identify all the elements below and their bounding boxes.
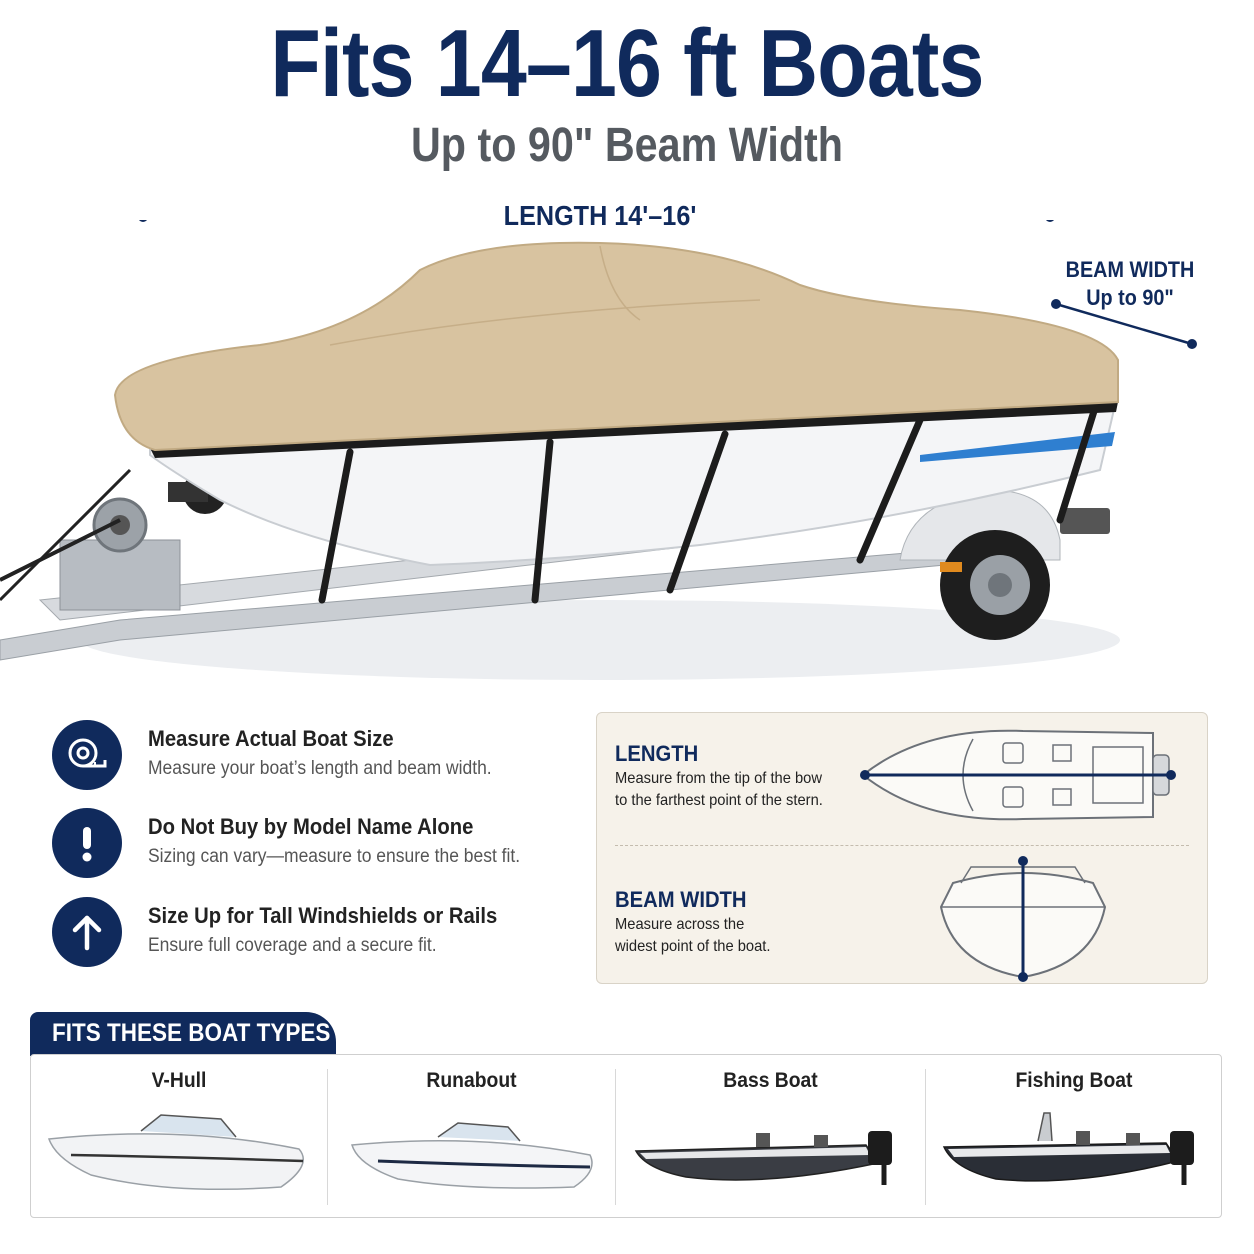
boat-type-fishing-boat: Fishing Boat bbox=[926, 1055, 1222, 1219]
covered-boat-illustration bbox=[0, 220, 1197, 680]
boat-type-label: Bass Boat bbox=[723, 1069, 818, 1092]
beam-guide-description: Measure across the widest point of the b… bbox=[615, 916, 771, 955]
fishing-boat-image bbox=[942, 1112, 1194, 1185]
boat-type-bass-boat: Bass Boat bbox=[616, 1055, 925, 1219]
tie-down-straps bbox=[318, 404, 1099, 604]
boat-type-v-hull: V-Hull bbox=[31, 1055, 327, 1219]
runabout-boat-image bbox=[351, 1122, 593, 1189]
boat-types-title: FITS THESE BOAT TYPES bbox=[52, 1019, 331, 1047]
arrow-up-icon bbox=[52, 897, 122, 967]
boat-type-label: Fishing Boat bbox=[1015, 1069, 1133, 1092]
boat-types-box: V-Hull Runabout Bass Boat Fishing Boat bbox=[30, 1054, 1222, 1218]
length-guide-title: LENGTH bbox=[615, 741, 699, 766]
beam-width-label: BEAM WIDTH Up to 90" bbox=[1049, 256, 1211, 312]
tip-title: Measure Actual Boat Size bbox=[148, 726, 394, 751]
boat-type-divider bbox=[615, 1069, 616, 1205]
beam-width-label-line2: Up to 90" bbox=[1086, 285, 1174, 310]
bass-boat-image bbox=[634, 1131, 892, 1185]
boat-type-divider bbox=[925, 1069, 926, 1205]
page-subtitle: Up to 90" Beam Width bbox=[410, 119, 844, 172]
tape-measure-icon bbox=[52, 720, 122, 790]
length-dimension-line bbox=[139, 220, 1054, 222]
tip-description: Sizing can vary—measure to ensure the be… bbox=[148, 846, 521, 867]
boat-type-label: V-Hull bbox=[151, 1069, 207, 1092]
tip-description: Ensure full coverage and a secure fit. bbox=[148, 935, 437, 956]
boat-type-divider bbox=[327, 1069, 328, 1205]
panel-divider bbox=[615, 845, 1189, 846]
tip-size-up: Size Up for Tall Windshields or Rails En… bbox=[40, 897, 580, 977]
beam-guide-title: BEAM WIDTH bbox=[615, 887, 747, 912]
boat-hull-illustration bbox=[149, 402, 1118, 567]
boat-type-label: Runabout bbox=[426, 1069, 517, 1092]
beam-dimension-line bbox=[1051, 299, 1197, 349]
tip-title: Size Up for Tall Windshields or Rails bbox=[148, 903, 498, 928]
exclamation-icon bbox=[52, 808, 122, 878]
boat-types-tab bbox=[30, 1012, 336, 1056]
tip-title: Do Not Buy by Model Name Alone bbox=[148, 814, 474, 839]
boat-type-runabout: Runabout bbox=[328, 1055, 615, 1219]
tip-model-name: Do Not Buy by Model Name Alone Sizing ca… bbox=[40, 808, 580, 888]
length-guide-description: Measure from the tip of the bow to the f… bbox=[615, 770, 823, 809]
tip-measure-size: Measure Actual Boat Size Measure your bo… bbox=[40, 720, 580, 800]
v-hull-boat-image bbox=[47, 1114, 304, 1191]
boat-cover-illustration bbox=[113, 241, 1119, 452]
measurement-guide-panel: LENGTH Measure from the tip of the bow t… bbox=[596, 712, 1208, 984]
boat-front-view-diagram bbox=[939, 856, 1107, 982]
boat-top-view-diagram bbox=[860, 729, 1176, 821]
page-title: Fits 14–16 ft Boats bbox=[270, 10, 984, 117]
tip-description: Measure your boat’s length and beam widt… bbox=[148, 758, 492, 779]
length-label: LENGTH 14'–16' bbox=[503, 200, 697, 231]
beam-width-label-line1: BEAM WIDTH bbox=[1065, 257, 1195, 282]
